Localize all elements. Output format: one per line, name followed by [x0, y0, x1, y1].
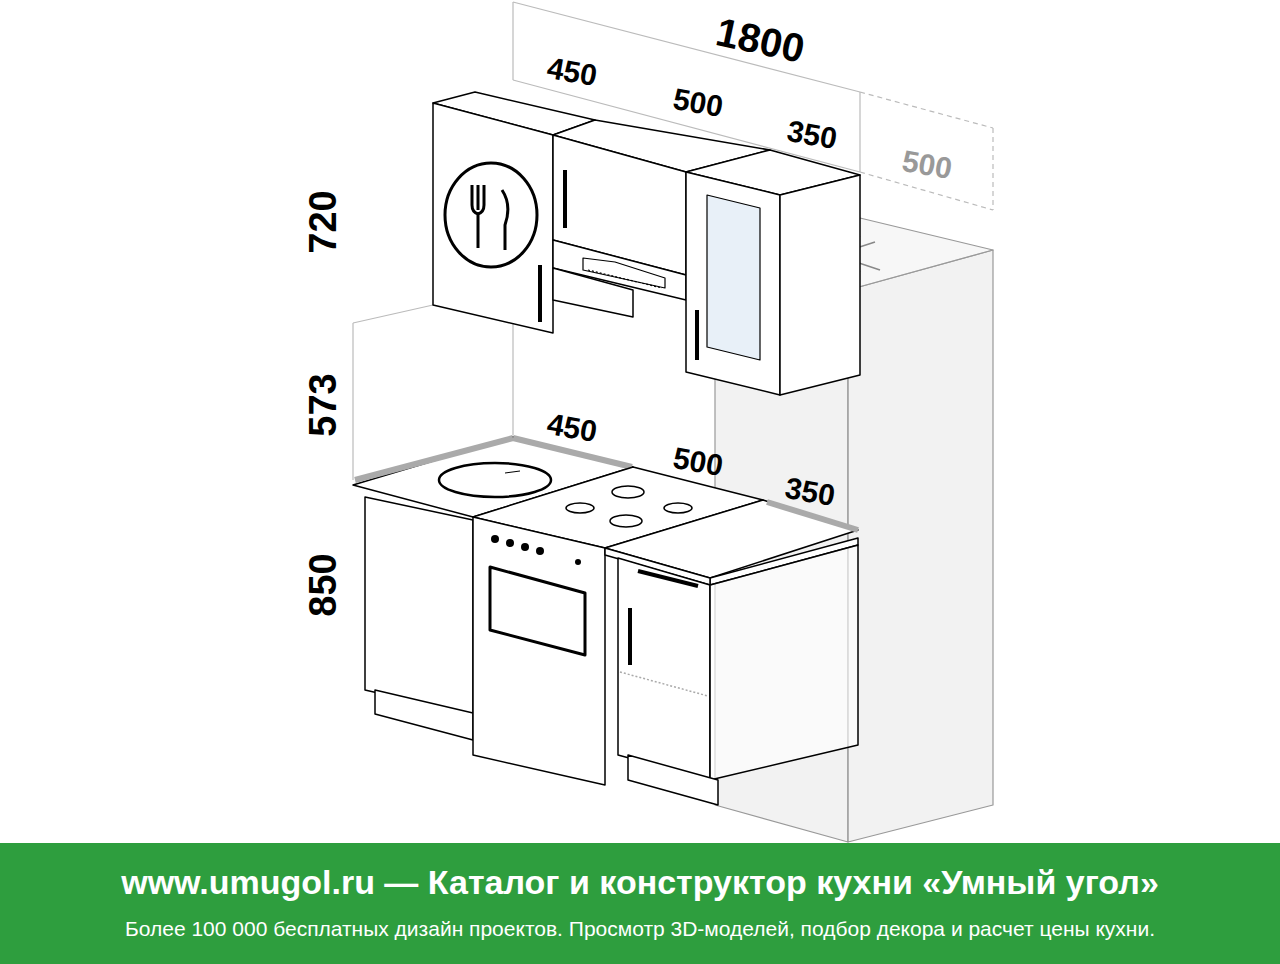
dimension-label: 350 — [785, 116, 840, 154]
dimension-label: 850 — [304, 553, 342, 616]
dimension-label: 500 — [671, 443, 726, 481]
footer-band: www.umugol.ru — Каталог и конструктор ку… — [0, 843, 1280, 964]
banner-subtext: Более 100 000 бесплатных дизайн проектов… — [0, 917, 1280, 941]
dimension-label: 450 — [545, 53, 600, 91]
dimension-label: 573 — [304, 373, 342, 436]
dimension-label: 720 — [304, 190, 342, 253]
dimension-label: 500 — [671, 84, 726, 122]
dimension-label: 500 — [900, 146, 955, 184]
dimension-label: 1800 — [712, 11, 807, 69]
banner-heading: www.umugol.ru — Каталог и конструктор ку… — [0, 863, 1280, 902]
dimension-label: 450 — [545, 409, 600, 447]
